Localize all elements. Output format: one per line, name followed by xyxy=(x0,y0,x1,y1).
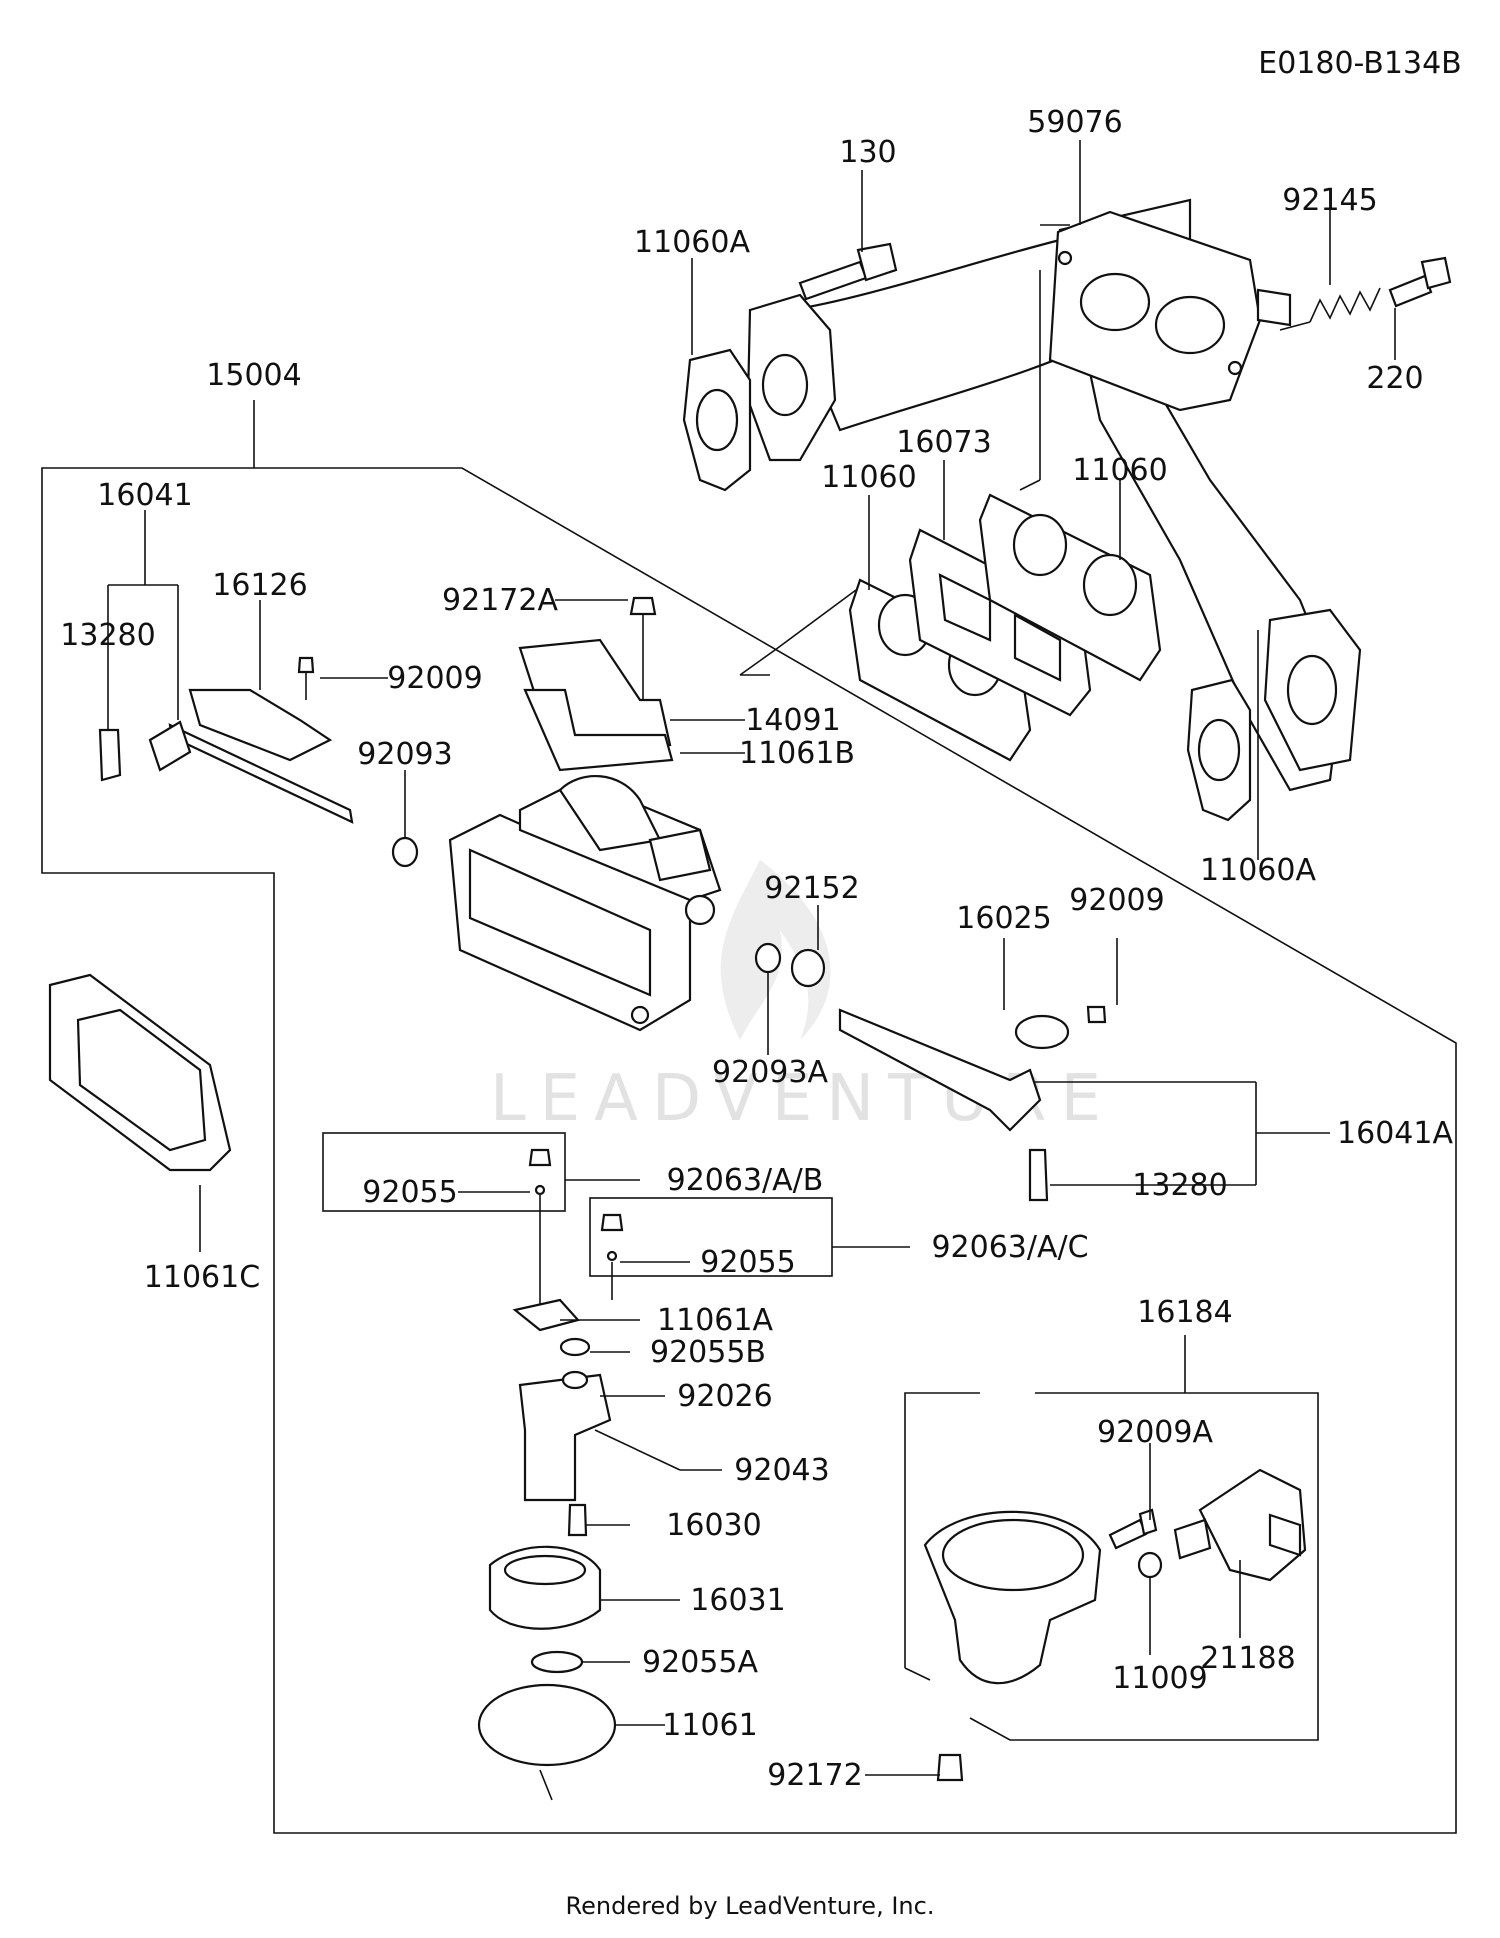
label-92172A: 92172A xyxy=(442,583,558,618)
label-92172: 92172 xyxy=(767,1758,862,1793)
label-92055B: 92055B xyxy=(650,1335,766,1370)
washer-11009 xyxy=(1137,1551,1163,1579)
gasket-11060A-top xyxy=(682,348,752,492)
label-16126: 16126 xyxy=(212,568,307,603)
jet-box-92063AB xyxy=(322,1132,566,1212)
label-11060-right: 11060 xyxy=(1072,453,1167,488)
label-11060-left: 11060 xyxy=(821,460,916,495)
float-16031 xyxy=(488,1545,602,1630)
seal-92093A xyxy=(754,942,782,974)
label-92145: 92145 xyxy=(1282,183,1377,218)
label-16031: 16031 xyxy=(690,1583,785,1618)
label-130: 130 xyxy=(839,135,896,170)
gasket-11061A xyxy=(512,1298,581,1332)
label-16073: 16073 xyxy=(896,425,991,460)
label-92026: 92026 xyxy=(677,1379,772,1414)
label-21188: 21188 xyxy=(1200,1641,1295,1676)
label-13280-left: 13280 xyxy=(60,618,155,653)
float-pin-92043 xyxy=(594,1429,681,1471)
label-11061: 11061 xyxy=(662,1708,757,1743)
gasket-11060-right xyxy=(978,493,1162,682)
label-92009A: 92009A xyxy=(1097,1415,1213,1450)
label-92063-A-C: 92063/A/C xyxy=(931,1230,1088,1265)
label-16041: 16041 xyxy=(97,478,192,513)
label-11061C: 11061C xyxy=(144,1260,260,1295)
label-220: 220 xyxy=(1366,361,1423,396)
label-59076: 59076 xyxy=(1027,105,1122,140)
o-ring-92055B xyxy=(559,1337,591,1357)
bolt-130 xyxy=(798,242,898,301)
o-ring-92055A xyxy=(530,1650,584,1674)
label-16184: 16184 xyxy=(1137,1295,1232,1330)
label-92055-b: 92055 xyxy=(700,1245,795,1280)
screw-92172A xyxy=(629,596,657,700)
label-11061B: 11061B xyxy=(739,736,855,771)
diagram-code: E0180-B134B xyxy=(1258,46,1461,81)
label-16030: 16030 xyxy=(666,1508,761,1543)
label-15004: 15004 xyxy=(206,358,301,393)
screw-92009A xyxy=(1108,1508,1158,1550)
needle-16030 xyxy=(567,1503,588,1537)
label-92043: 92043 xyxy=(734,1453,829,1488)
bushing-92152 xyxy=(790,948,826,988)
label-11061A: 11061A xyxy=(657,1303,773,1338)
label-92063-A-B: 92063/A/B xyxy=(667,1163,824,1198)
choke-shaft-16041 xyxy=(98,656,354,824)
float-bowl-16184 xyxy=(923,1510,1102,1685)
label-11009: 11009 xyxy=(1112,1661,1207,1696)
label-92055A: 92055A xyxy=(642,1645,758,1680)
label-92152: 92152 xyxy=(764,871,859,906)
insulator-plate-14091 xyxy=(518,638,674,772)
bolt-220 xyxy=(1388,256,1452,308)
label-16041A: 16041A xyxy=(1337,1116,1453,1151)
label-92009-right: 92009 xyxy=(1069,883,1164,918)
emulsion-tube-92026 xyxy=(518,1370,612,1502)
screw-92172 xyxy=(936,1753,964,1782)
assembly-frame-15004 xyxy=(41,467,1457,1834)
label-13280-right: 13280 xyxy=(1132,1168,1227,1203)
throttle-shaft-16041A xyxy=(838,1005,1107,1202)
footer-credit: Rendered by LeadVenture, Inc. xyxy=(565,1892,935,1920)
o-ring-11061 xyxy=(477,1683,617,1767)
carburetor-body xyxy=(448,774,722,1032)
leader-lines xyxy=(107,140,1396,1801)
label-16025: 16025 xyxy=(956,901,1051,936)
jet-box-92063AC xyxy=(589,1197,833,1277)
label-92093A: 92093A xyxy=(712,1055,828,1090)
label-92055-a: 92055 xyxy=(362,1175,457,1210)
seal-92093 xyxy=(391,836,419,868)
label-11060A-bottom: 11060A xyxy=(1200,853,1316,888)
main-jet-92063 xyxy=(528,1148,624,1262)
label-92009-top: 92009 xyxy=(387,661,482,696)
label-92093: 92093 xyxy=(357,737,452,772)
gasket-11061C xyxy=(48,973,232,1172)
intake-manifold xyxy=(746,198,1362,792)
spring-92145 xyxy=(1279,287,1381,331)
bowl-frame-16184 xyxy=(904,1392,1319,1741)
solenoid-21188 xyxy=(1173,1468,1307,1582)
label-14091: 14091 xyxy=(745,703,840,738)
label-11060A-top: 11060A xyxy=(634,225,750,260)
gasket-11060A-bottom xyxy=(1186,678,1252,822)
